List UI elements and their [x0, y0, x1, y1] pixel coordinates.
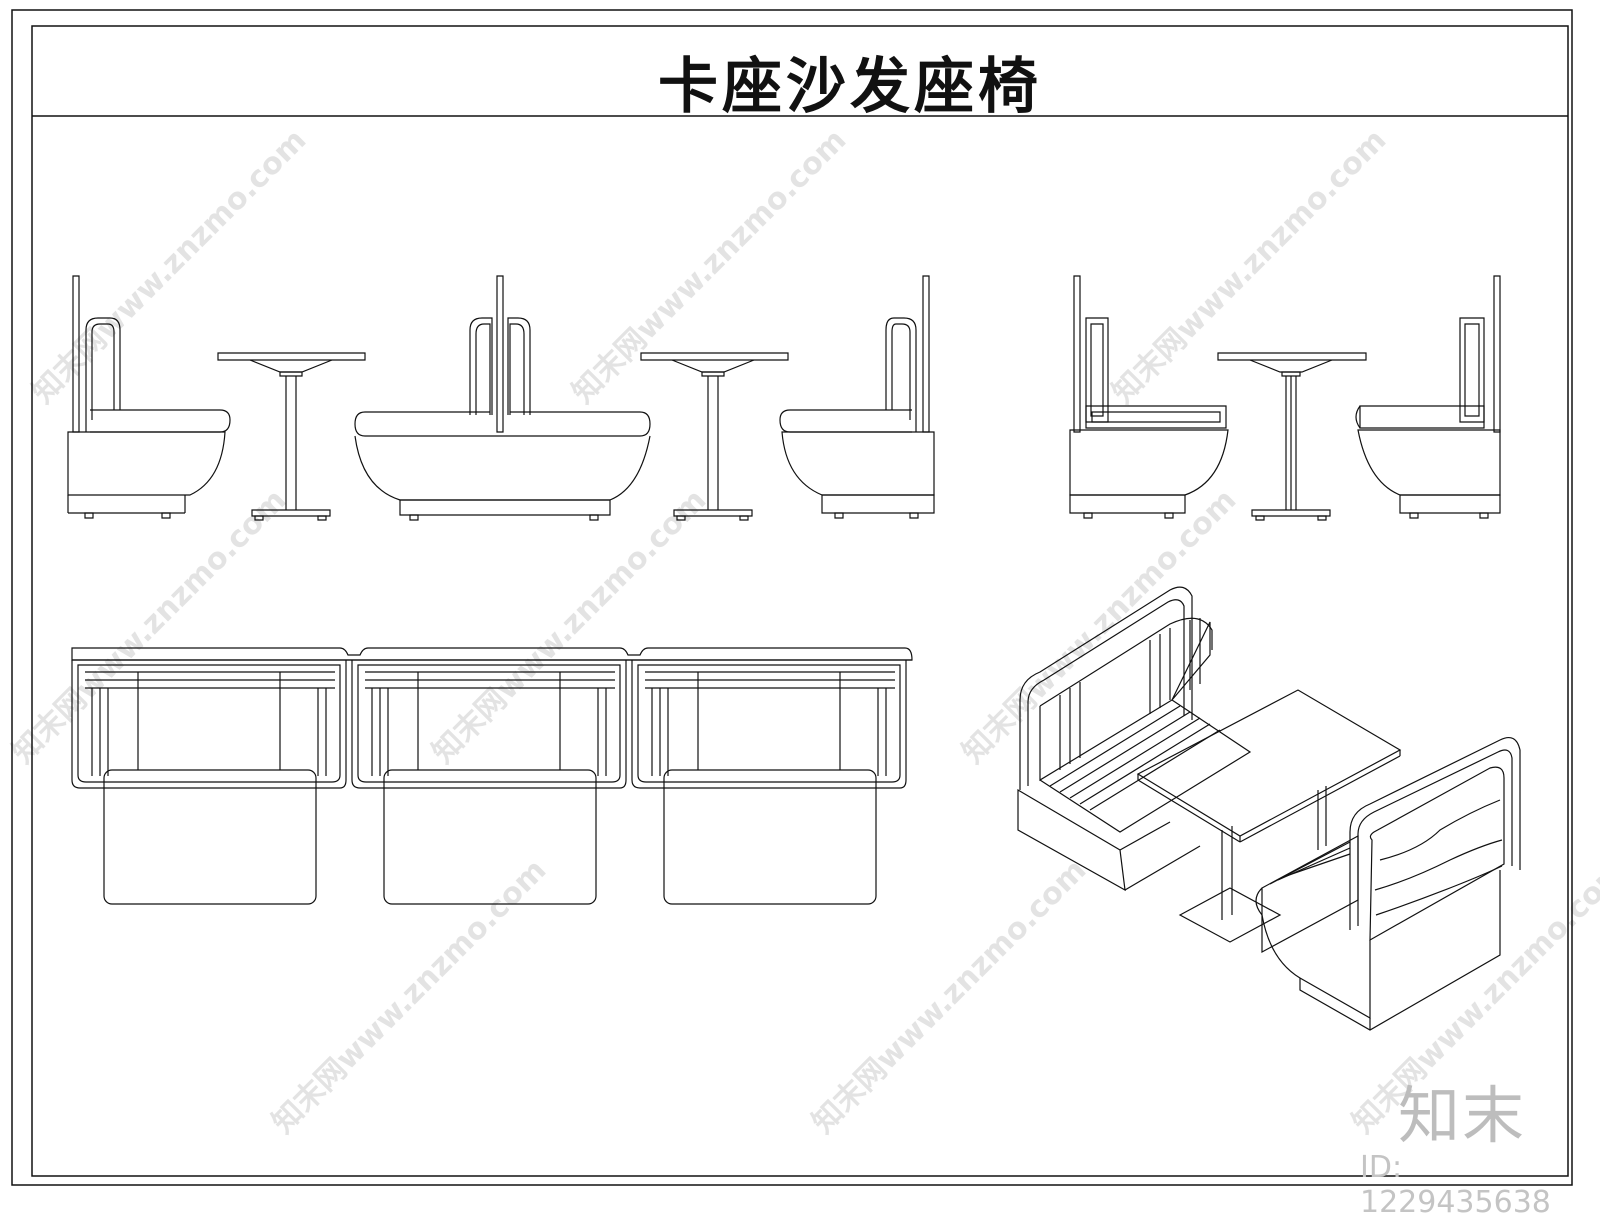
elevation-booth-square-right — [1356, 276, 1500, 518]
plan-table-2 — [384, 770, 596, 904]
drawing-title: 卡座沙发座椅 — [658, 52, 1042, 122]
elevation-table-2 — [641, 353, 788, 520]
outer-border — [12, 10, 1572, 1185]
axo-table-top — [1138, 690, 1400, 836]
axo-table-base — [1180, 888, 1280, 942]
elevation-booth-double — [355, 276, 650, 520]
plan-view — [72, 648, 912, 904]
elevation-booth-square-left — [1070, 276, 1228, 518]
elevation-table-3 — [1218, 353, 1366, 520]
plan-table-3 — [664, 770, 876, 904]
plan-table-1 — [104, 770, 316, 904]
watermark-id: ID: 1229435638 — [1360, 1150, 1551, 1220]
elevation-table-1 — [218, 353, 365, 520]
inner-border — [32, 26, 1568, 1176]
elevation-booth-single-right — [780, 276, 934, 518]
elevation-booth-single-left — [68, 276, 230, 518]
watermark-brand: 知末 — [1398, 1079, 1527, 1152]
axonometric-view — [1018, 587, 1520, 1030]
